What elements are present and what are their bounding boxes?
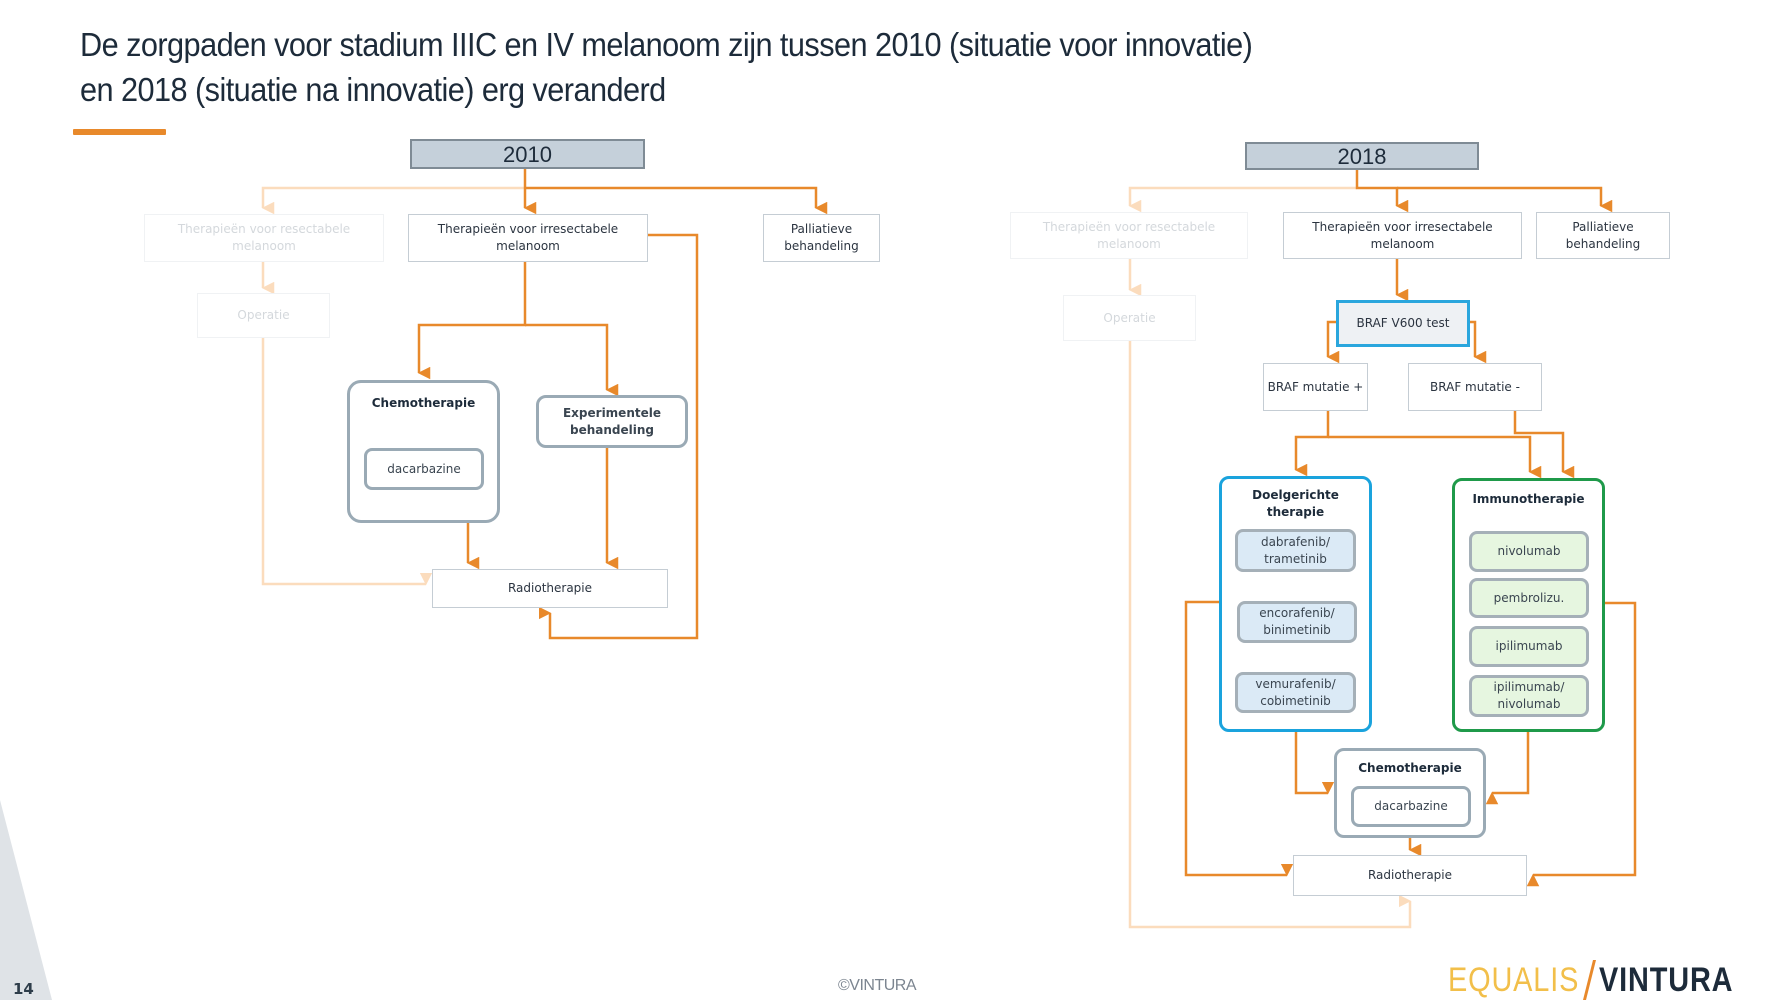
line-2010-to-resectable: [261, 186, 525, 215]
line-operatie-to-radio-2010: [261, 338, 433, 586]
title-line-1: De zorgpaden voor stadium IIIC en IV mel…: [80, 26, 1253, 63]
node-2018-irresectable: Therapieën voor irresectabele melanoom: [1283, 212, 1522, 259]
line-neg-to-immuno: [1513, 410, 1575, 479]
node-2018-radiotherapy: Radiotherapie: [1293, 855, 1527, 896]
drug-nivolumab: nivolumab: [1469, 531, 1589, 572]
line-braf-to-pos: [1326, 320, 1340, 364]
node-2018-braf-negative: BRAF mutatie -: [1408, 363, 1542, 411]
copyright-text: ©VINTURA: [838, 977, 917, 994]
group-2018-targeted-title: Doelgerichte therapie: [1252, 488, 1339, 519]
node-2010-irresectable: Therapieën voor irresectabele melanoom: [408, 214, 648, 262]
node-2018-palliative: Palliatieve behandeling: [1536, 212, 1670, 259]
group-2018-immunotherapy: Immunotherapie nivolumab pembrolizu. ipi…: [1452, 478, 1605, 732]
line-braf-to-neg: [1469, 320, 1487, 364]
group-2018-chemotherapy-title: Chemotherapie: [1358, 761, 1462, 775]
line-immuno-to-radio: [1526, 601, 1637, 887]
node-2010-resectable: Therapieën voor resectabele melanoom: [144, 214, 384, 262]
line-targeted-to-radio: [1184, 600, 1294, 877]
node-2010-experimental: Experimentele behandeling: [536, 395, 688, 448]
line-2018-to-resectable: [1128, 186, 1357, 213]
drug-vemurafenib-cobimetinib: vemurafenib/ cobimetinib: [1235, 672, 1356, 713]
line-immuno-to-chemo: [1485, 732, 1530, 805]
group-2018-chemotherapy: Chemotherapie dacarbazine: [1334, 748, 1486, 838]
year-2010-header: 2010: [410, 139, 645, 169]
line-pos-split: [1294, 410, 1330, 477]
line-operatie-to-radio-2018: [1128, 340, 1412, 929]
drug-pembrolizumab: pembrolizu.: [1469, 578, 1589, 618]
year-2018-header: 2018: [1245, 142, 1479, 170]
group-2010-chemotherapy: Chemotherapie dacarbazine: [347, 380, 500, 523]
node-2018-resectable: Therapieën voor resectabele melanoom: [1010, 212, 1248, 259]
node-2010-dacarbazine: dacarbazine: [364, 448, 484, 490]
drug-dabrafenib-trametinib: dabrafenib/ trametinib: [1235, 529, 1356, 572]
node-2018-dacarbazine: dacarbazine: [1351, 786, 1471, 827]
logo-vintura: VINTURA: [1599, 960, 1734, 999]
group-2010-chemotherapy-title: Chemotherapie: [371, 396, 476, 410]
node-2018-braf-positive: BRAF mutatie +: [1263, 363, 1368, 411]
line-pos-to-immuno: [1328, 435, 1542, 479]
slide-number: 14: [13, 980, 34, 998]
line-irresectable-to-radio-2010: [538, 233, 699, 640]
line-irresectable-split: [417, 262, 527, 380]
logo-equalis: EQUALIS: [1448, 960, 1580, 999]
node-2018-braf-test: BRAF V600 test: [1336, 300, 1470, 347]
line-targeted-to-chemo: [1294, 732, 1335, 795]
line-2018-to-palliative: [1397, 186, 1613, 213]
equalis-vintura-logo: EQUALIS VINTURA: [1448, 960, 1758, 1000]
group-2018-targeted-therapy: Doelgerichte therapie dabrafenib/ tramet…: [1219, 476, 1372, 732]
line-to-experimental: [525, 323, 619, 397]
drug-ipilimumab-nivolumab: ipilimumab/ nivolumab: [1469, 675, 1589, 717]
title-line-2: en 2018 (situatie na innovatie) erg vera…: [80, 71, 666, 108]
node-2010-operatie: Operatie: [197, 293, 330, 338]
node-2018-operatie: Operatie: [1063, 295, 1196, 341]
node-2010-radiotherapy: Radiotherapie: [432, 569, 668, 608]
logo-slash: [1583, 960, 1597, 1000]
line-2018-to-irresectable: [1355, 169, 1409, 213]
page-title: De zorgpaden voor stadium IIIC en IV mel…: [80, 22, 1253, 112]
drug-ipilimumab: ipilimumab: [1469, 626, 1589, 667]
group-2018-immuno-title: Immunotherapie: [1472, 492, 1585, 506]
line-2010-to-palliative: [525, 186, 828, 215]
title-accent-bar: [73, 129, 166, 135]
node-2010-palliative: Palliatieve behandeling: [763, 214, 880, 262]
drug-encorafenib-binimetinib: encorafenib/ binimetinib: [1237, 601, 1357, 643]
